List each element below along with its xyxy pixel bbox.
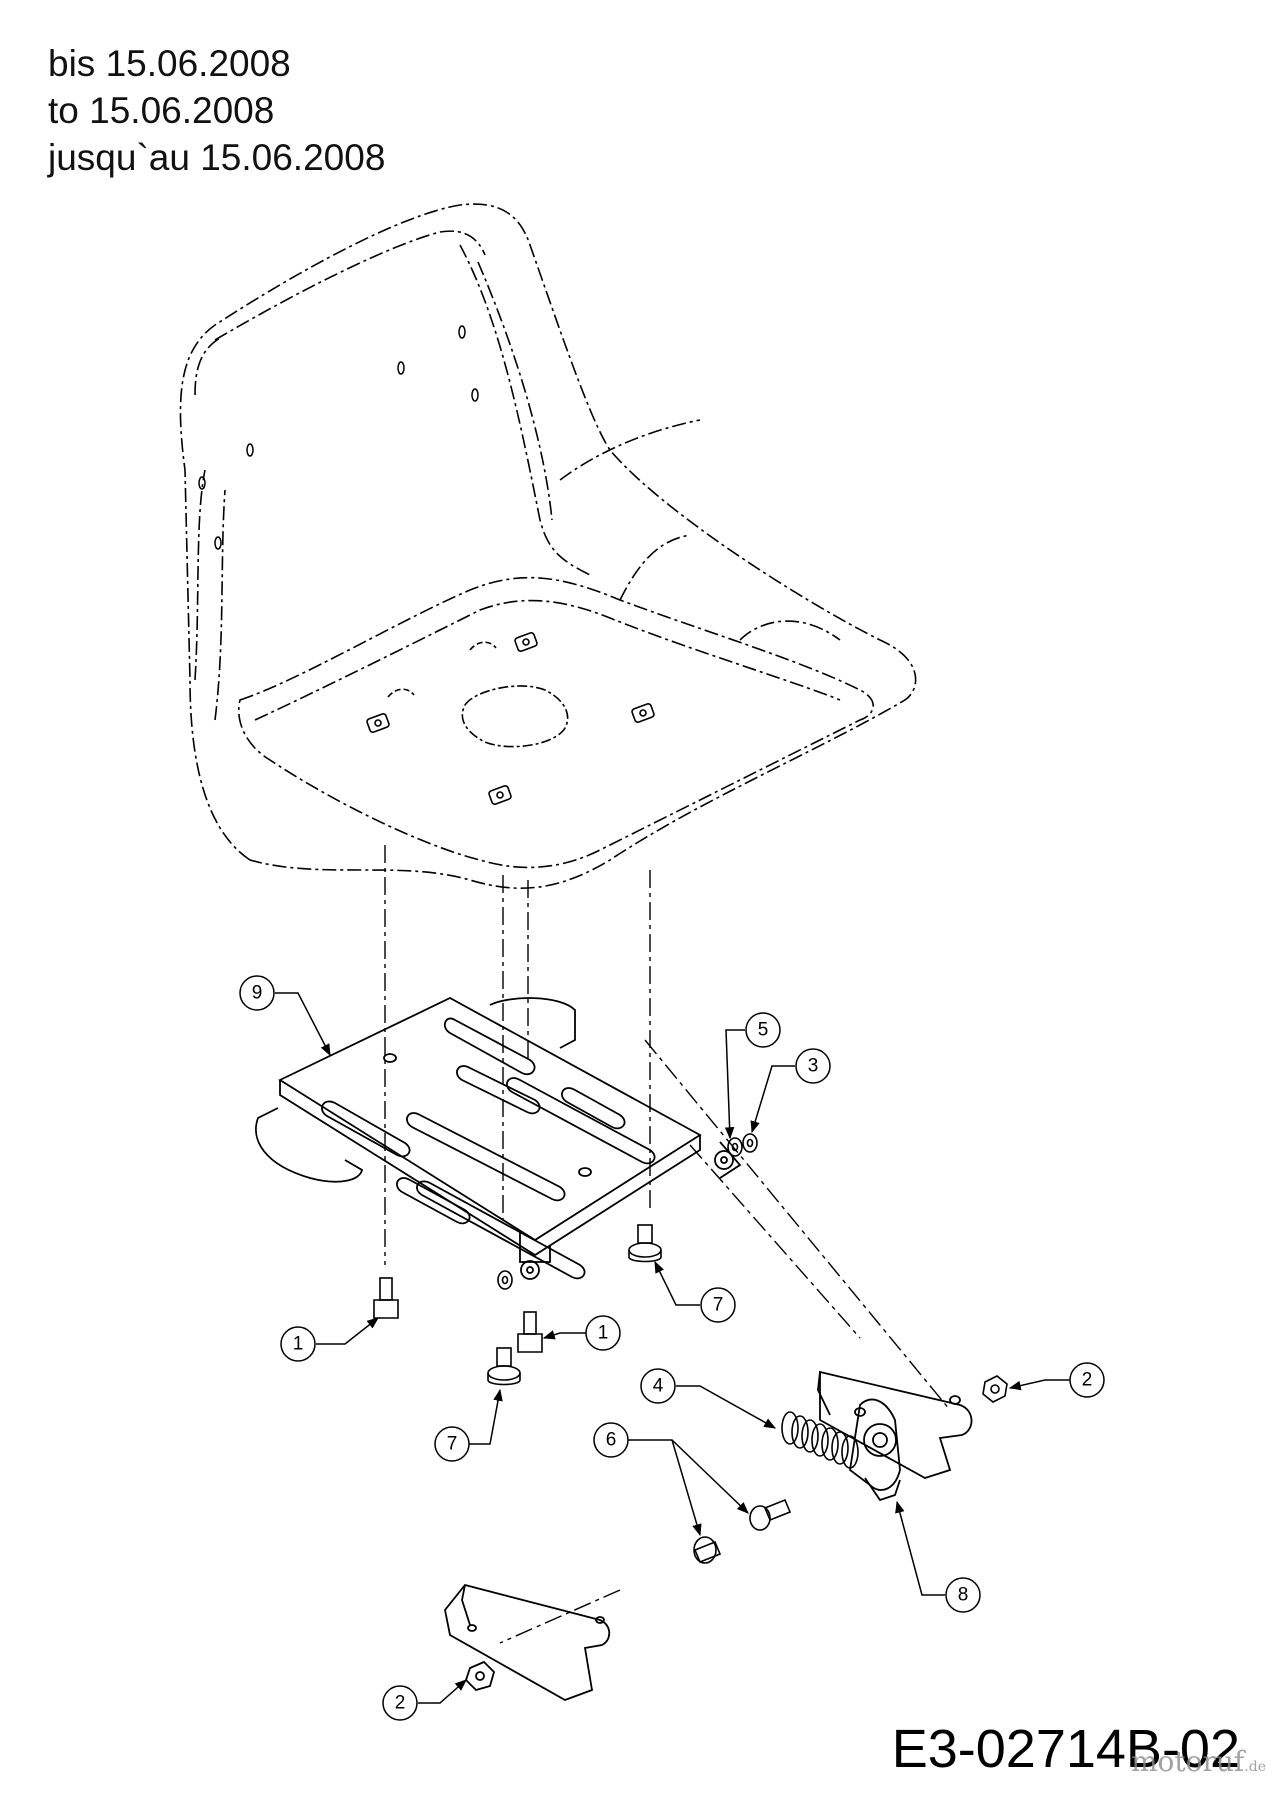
callout-2-upper: 2 bbox=[1069, 1362, 1105, 1398]
callout-7-right: 7 bbox=[700, 1287, 736, 1323]
lower-bracket bbox=[444, 1583, 611, 1701]
callout-3: 3 bbox=[795, 1048, 831, 1084]
watermark-text: motoruf bbox=[1130, 1745, 1245, 1778]
date-header: bis 15.06.2008 to 15.06.2008 jusqu`au 15… bbox=[48, 40, 385, 181]
svg-text:7: 7 bbox=[713, 1295, 724, 1316]
seat-mount-pattern bbox=[366, 632, 655, 805]
callout-4: 4 bbox=[640, 1368, 676, 1404]
callout-9: 9 bbox=[239, 975, 275, 1011]
svg-text:6: 6 bbox=[606, 1430, 617, 1451]
header-line-de: bis 15.06.2008 bbox=[48, 43, 291, 84]
callout-5: 5 bbox=[745, 1012, 781, 1048]
svg-text:8: 8 bbox=[958, 1585, 969, 1606]
washers bbox=[497, 1133, 758, 1290]
watermark-logo: motoruf.de bbox=[1131, 1745, 1266, 1778]
drawing-code: E3-02714B-02 bbox=[891, 1719, 1240, 1779]
callout-bubbles: 9 5 3 7 1 1 7 4 bbox=[239, 975, 1105, 1721]
seat-holes bbox=[198, 325, 479, 550]
callout-8: 8 bbox=[945, 1577, 981, 1613]
callout-2-lower: 2 bbox=[382, 1685, 418, 1721]
bolts-and-spacers bbox=[373, 1224, 662, 1386]
seat-base-plate bbox=[255, 996, 742, 1280]
svg-text:7: 7 bbox=[447, 1434, 458, 1455]
bolts-6 bbox=[693, 1498, 792, 1564]
svg-text:9: 9 bbox=[252, 983, 263, 1004]
svg-text:4: 4 bbox=[653, 1376, 664, 1397]
callout-6: 6 bbox=[593, 1422, 629, 1458]
svg-text:1: 1 bbox=[293, 1334, 304, 1355]
svg-text:2: 2 bbox=[395, 1693, 406, 1714]
seat-shell bbox=[179, 203, 917, 889]
spring-bracket-assembly bbox=[781, 1370, 973, 1502]
watermark-suffix: .de bbox=[1244, 1759, 1266, 1775]
callout-1-left: 1 bbox=[280, 1326, 316, 1362]
header-line-fr: jusqu`au 15.06.2008 bbox=[48, 137, 386, 178]
alignment-lines bbox=[384, 845, 951, 1644]
svg-text:1: 1 bbox=[598, 1323, 609, 1344]
callout-leaders bbox=[275, 992, 1070, 1704]
svg-text:3: 3 bbox=[808, 1056, 819, 1077]
callout-1-right: 1 bbox=[585, 1315, 621, 1351]
nut-2-upper bbox=[982, 1375, 1008, 1403]
spring-coils bbox=[781, 1411, 859, 1469]
svg-text:2: 2 bbox=[1082, 1370, 1093, 1391]
header-line-en: to 15.06.2008 bbox=[48, 90, 275, 131]
callout-7-lower: 7 bbox=[434, 1426, 470, 1462]
svg-text:5: 5 bbox=[758, 1020, 769, 1041]
